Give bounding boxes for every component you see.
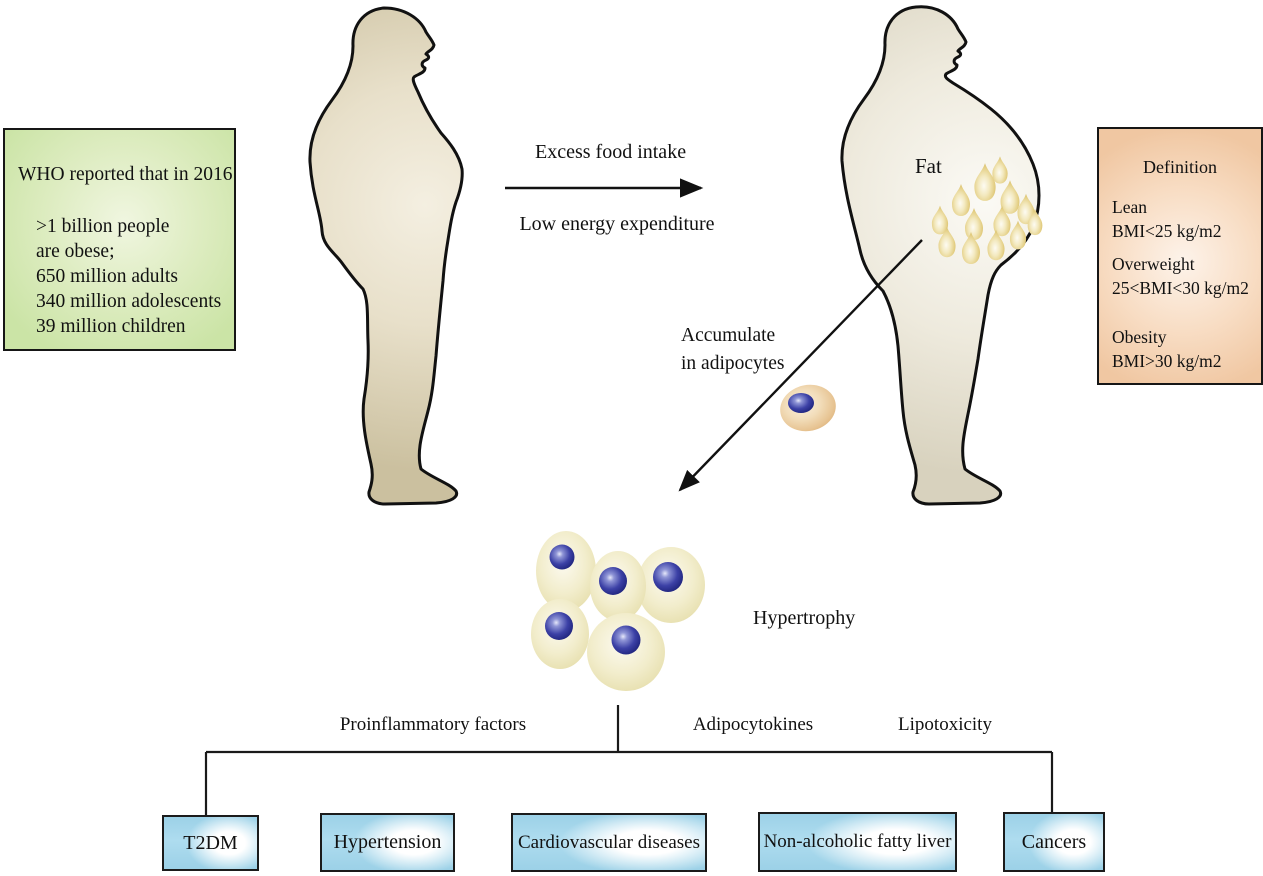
who-stat-line: 39 million children xyxy=(36,316,186,337)
definition-entry-value: 25<BMI<30 kg/m2 xyxy=(1112,278,1249,298)
definition-entry: Obesity BMI>30 kg/m2 xyxy=(1112,325,1261,373)
outcome-box-cardiovascular: Cardiovascular diseases xyxy=(511,813,707,872)
outcome-box-t2dm: T2DM xyxy=(162,815,259,871)
fat-label: Fat xyxy=(915,154,942,178)
lean-person-figure xyxy=(308,6,464,506)
outcome-box-hypertension: Hypertension xyxy=(320,813,455,872)
definition-entry-value: BMI>30 kg/m2 xyxy=(1112,351,1222,371)
outcome-box-label: Non-alcoholic fatty liver xyxy=(763,831,952,852)
who-stat-line: 340 million adolescents xyxy=(36,291,222,312)
outcome-box-cancers: Cancers xyxy=(1003,812,1105,872)
excess-food-intake-label: Excess food intake xyxy=(535,141,687,163)
who-stat-line: 650 million adults xyxy=(36,266,178,287)
definition-title: Definition xyxy=(1143,157,1217,177)
obese-person-figure xyxy=(840,5,1041,506)
outcome-box-fatty-liver: Non-alcoholic fatty liver xyxy=(758,812,957,872)
definition-entry-label: Lean xyxy=(1112,197,1147,217)
accumulate-note: Accumulate in adipocytes xyxy=(681,322,784,378)
who-stat-line: are obese; xyxy=(36,241,115,262)
connector-tree xyxy=(204,705,1054,816)
accumulate-note-line: in adipocytes xyxy=(681,353,785,374)
definition-box: Definition Lean BMI<25 kg/m2 Overweight … xyxy=(1097,127,1263,385)
accumulate-note-line: Accumulate xyxy=(681,325,776,346)
who-stat-line: >1 billion people xyxy=(36,216,170,237)
definition-entry-label: Overweight xyxy=(1112,254,1195,274)
adipocyte-icon xyxy=(780,384,836,432)
definition-entry: Lean BMI<25 kg/m2 xyxy=(1112,195,1261,243)
outcome-box-label: Hypertension xyxy=(333,831,442,853)
outcome-box-label: Cardiovascular diseases xyxy=(517,831,701,853)
definition-entry-label: Obesity xyxy=(1112,327,1167,347)
mediator-label-lipotoxicity: Lipotoxicity xyxy=(898,714,992,735)
mediator-label-adipocytokines: Adipocytokines xyxy=(692,714,814,735)
who-stats-box: WHO reported that in 2016 >1 billion peo… xyxy=(3,128,236,351)
definition-entry-value: BMI<25 kg/m2 xyxy=(1112,221,1222,241)
adipocyte-cluster-icon xyxy=(531,531,705,691)
outcome-box-label: Cancers xyxy=(1021,830,1087,853)
hypertrophy-label: Hypertrophy xyxy=(753,607,856,629)
accumulate-arrow xyxy=(678,239,923,492)
definition-entry: Overweight 25<BMI<30 kg/m2 xyxy=(1112,252,1261,300)
who-box-title: WHO reported that in 2016 xyxy=(18,164,233,185)
outcome-box-label: T2DM xyxy=(183,831,238,854)
mediator-label-proinflammatory: Proinflammatory factors xyxy=(339,714,527,735)
low-energy-expenditure-label: Low energy expenditure xyxy=(519,213,715,235)
